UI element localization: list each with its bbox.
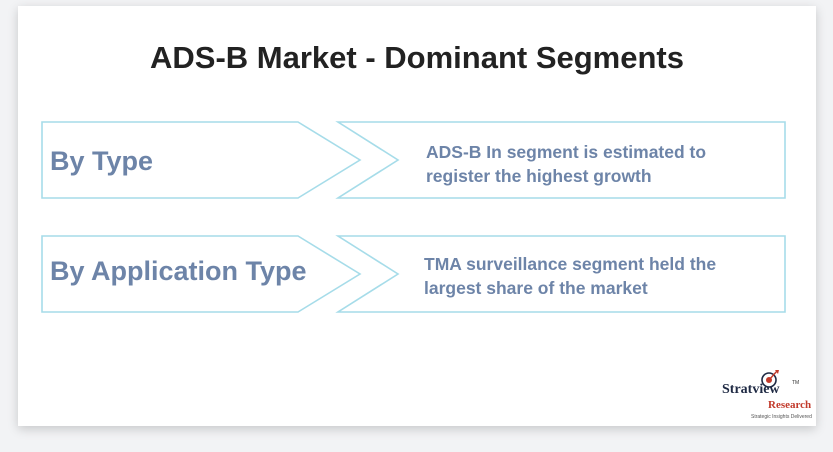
segment-label-shape <box>41 235 362 313</box>
segment-label-application-type: By Application Type <box>50 256 307 286</box>
logo-brand: Stratview <box>722 382 780 397</box>
logo-brand-line2: Research <box>768 399 812 411</box>
segment-desc-type: ADS-B In segment is estimated to registe… <box>426 140 776 188</box>
segment-desc-application-type: TMA surveillance segment held the larges… <box>424 252 774 300</box>
logo-target-icon <box>761 370 779 388</box>
segment-desc-shape <box>335 121 786 199</box>
segment-desc-line: largest share of the market <box>424 278 648 298</box>
segment-label-shape <box>41 121 362 199</box>
segment-desc-line: TMA surveillance segment held the <box>424 254 717 274</box>
segment-row-1-shapes <box>41 121 786 199</box>
segment-desc-shape <box>335 235 786 313</box>
segment-row-2-shapes <box>41 235 786 313</box>
logo-trademark: TM <box>792 380 800 386</box>
segment-label-type: By Type <box>50 146 154 176</box>
logo-tagline: Strategic Insights Delivered <box>751 414 812 420</box>
infographic-card: ADS-B Market - Dominant Segments By Type… <box>18 6 816 426</box>
stratview-logo: Stratview TM Research Strategic Insights… <box>718 368 818 428</box>
segment-desc-line: ADS-B In segment is estimated to <box>426 142 707 162</box>
page-title: ADS-B Market - Dominant Segments <box>150 40 684 75</box>
segment-desc-line: register the highest growth <box>426 166 652 186</box>
